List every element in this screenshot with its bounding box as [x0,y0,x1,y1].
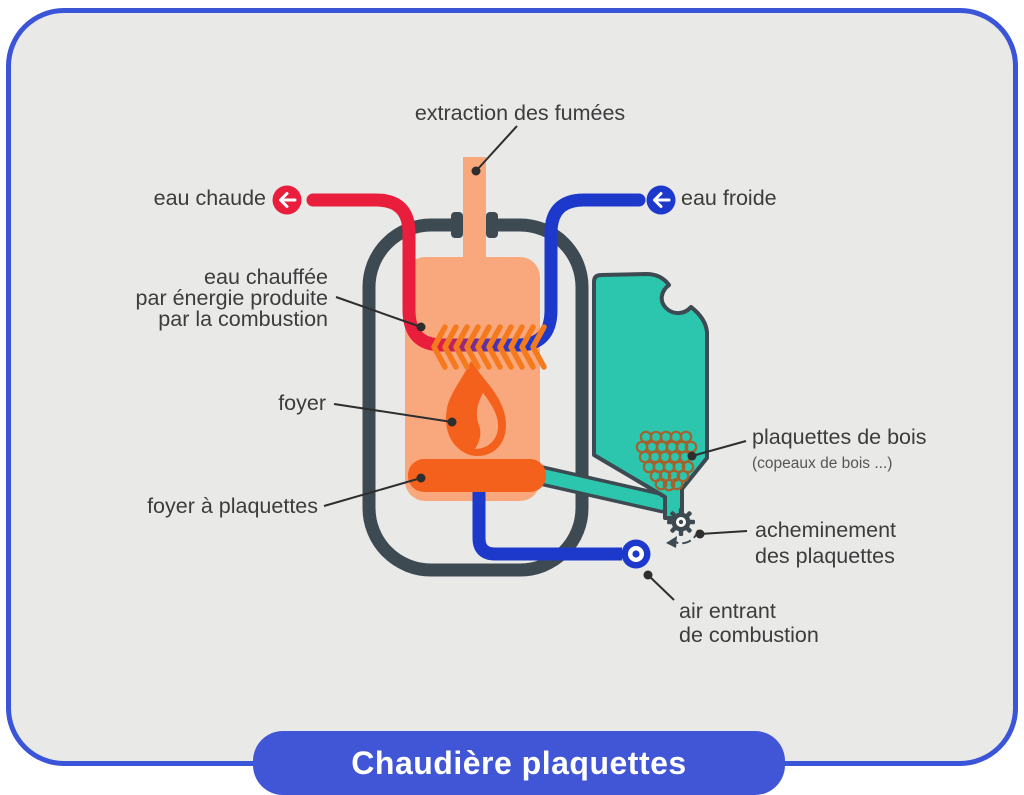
label-air-entrant: air entrant de combustion [679,599,819,647]
hot-water-pipe [306,193,459,352]
annotation-lines [323,125,748,601]
title-banner: Chaudière plaquettes [253,731,785,795]
flame-icon [446,361,506,456]
label-foyer: foyer [278,391,326,415]
diagram-title: Chaudière plaquettes [351,745,687,781]
annotation-dots [416,166,705,580]
chimney [463,157,486,262]
label-eau-froide: eau froide [681,186,777,210]
chimney-collar [451,212,498,238]
air-inlet-target-circle-icon [621,539,651,569]
gear-icon [666,508,699,548]
wood-chips [635,430,698,492]
label-extraction-fumees: extraction des fumées [414,101,626,125]
label-eau-chaude: eau chaude [153,186,266,210]
rotation-arrow-icon [674,529,699,545]
air-inlet-pipe [472,488,622,561]
cold-water-arrow-left-circle-icon [646,185,676,215]
label-eau-chauffee: eau chauffée par énergie produite par la… [135,265,328,331]
cold-water-pipe [498,193,646,352]
chevron-heat-icons [431,324,547,370]
label-plaquettes-de-bois: plaquettes de bois (copeaux de bois ...) [752,425,927,472]
label-acheminement: acheminement des plaquettes [755,518,897,568]
chip-burner [408,459,546,492]
label-foyer-plaquettes: foyer à plaquettes [147,494,318,518]
hot-water-arrow-left-circle-icon [272,185,302,215]
